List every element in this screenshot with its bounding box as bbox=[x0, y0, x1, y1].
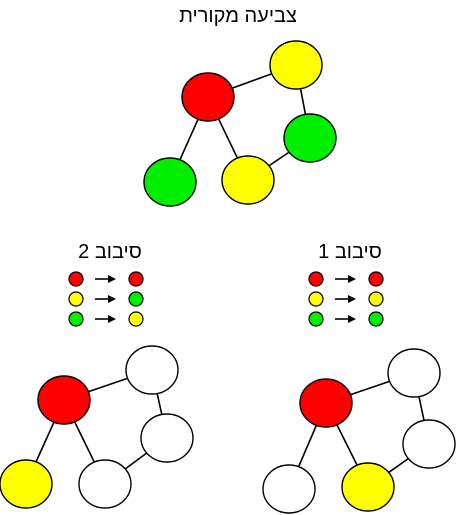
original-node-3 bbox=[143, 157, 197, 207]
rotation-2-title: סיבוב 2 bbox=[78, 241, 142, 263]
mapping-dot bbox=[128, 291, 144, 307]
rotation-1-graph bbox=[262, 348, 456, 514]
mapping-dot bbox=[368, 311, 384, 327]
rotation-1-node-2 bbox=[402, 419, 456, 469]
rotation-1-mapping bbox=[308, 271, 384, 327]
original-node-4 bbox=[221, 155, 275, 205]
rotation-2-node-3 bbox=[0, 459, 53, 509]
original-node-1 bbox=[269, 40, 323, 90]
rotation-1-title: סיבוב 1 bbox=[318, 241, 382, 263]
rotation-2-node-0 bbox=[37, 375, 91, 425]
mapping-dot bbox=[368, 291, 384, 307]
rotation-1-node-0 bbox=[299, 378, 353, 428]
mapping-dot bbox=[68, 291, 84, 307]
mapping-dot bbox=[308, 311, 324, 327]
mapping-dot bbox=[128, 311, 144, 327]
rotation-2-node-4 bbox=[78, 459, 132, 509]
rotation-2-mapping bbox=[68, 271, 144, 327]
rotation-1-node-4 bbox=[341, 462, 395, 512]
mapping-dot bbox=[308, 291, 324, 307]
mapping-dot bbox=[308, 271, 324, 287]
mapping-dot bbox=[68, 271, 84, 287]
rotation-2-node-2 bbox=[140, 413, 194, 463]
rotation-2-node-1 bbox=[125, 345, 179, 395]
original-title: צביעה מקורית bbox=[179, 5, 297, 27]
original-node-2 bbox=[283, 113, 337, 163]
mapping-dot bbox=[68, 311, 84, 327]
rotation-2-graph bbox=[0, 345, 194, 509]
original-graph bbox=[143, 40, 337, 207]
rotation-1-node-3 bbox=[262, 464, 316, 514]
original-node-0 bbox=[181, 72, 235, 122]
mapping-dot bbox=[368, 271, 384, 287]
rotation-1-node-1 bbox=[387, 348, 441, 398]
mapping-dot bbox=[128, 271, 144, 287]
